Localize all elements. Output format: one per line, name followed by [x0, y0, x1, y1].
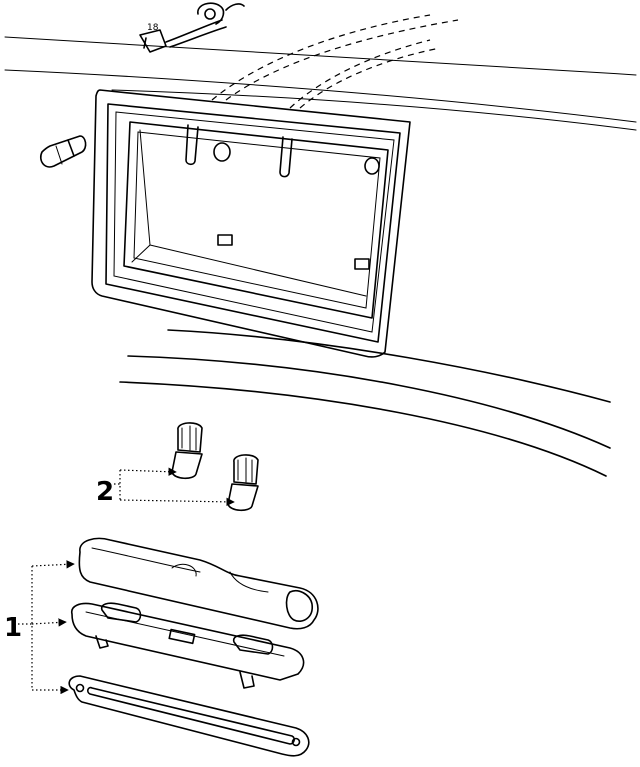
callout-1-label: 1 — [4, 613, 22, 643]
license-plate-pocket — [91, 89, 411, 358]
trunk-latch-hardware: 18 — [139, 2, 245, 53]
callout-1-leader — [18, 560, 75, 695]
trunk-lid-outline — [4, 36, 637, 477]
loose-bulb — [39, 135, 87, 168]
wiring-dashed-lines — [211, 14, 459, 109]
lamp-gasket — [68, 675, 310, 757]
bulb-upper — [171, 422, 203, 480]
small-part-label: 18 — [147, 23, 159, 33]
callout-2-leader — [114, 467, 235, 507]
callout-2-label: 2 — [96, 477, 114, 507]
lamp-housing — [78, 537, 319, 630]
lamp-base — [70, 602, 305, 689]
